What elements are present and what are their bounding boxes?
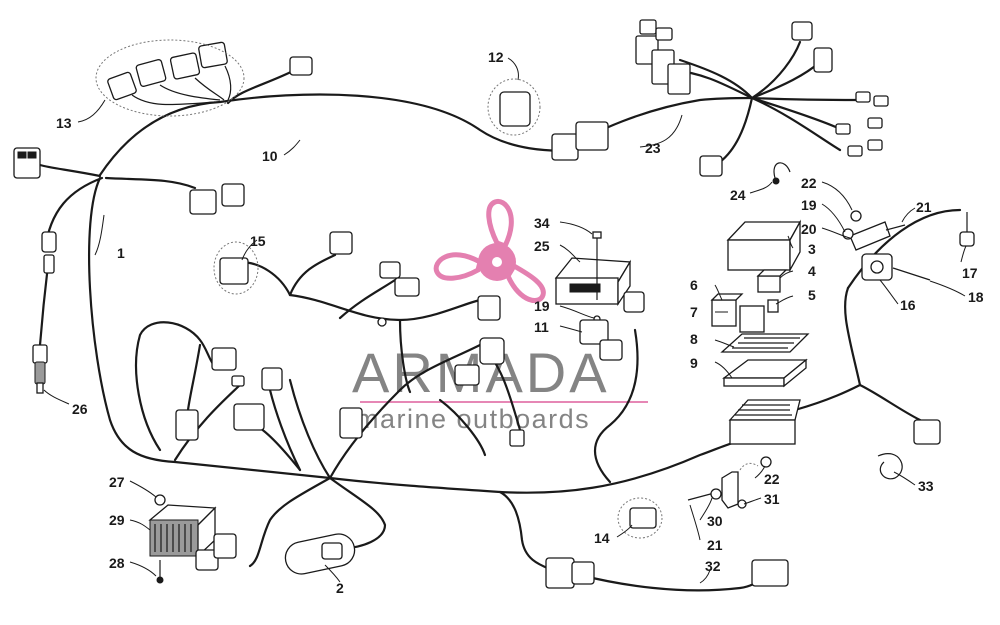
callout-16: 16 bbox=[900, 297, 916, 313]
callout-30: 30 bbox=[707, 513, 723, 529]
detail-link bbox=[739, 462, 759, 471]
nut-22-top bbox=[850, 210, 862, 222]
sensor-lead-26 bbox=[32, 231, 57, 394]
callout-17: 17 bbox=[962, 265, 978, 281]
callout-22-bottom: 22 bbox=[764, 471, 780, 487]
fuse-5 bbox=[767, 299, 779, 313]
connector-11 bbox=[579, 319, 609, 345]
callout-21-top: 21 bbox=[916, 199, 932, 215]
callout-15: 15 bbox=[250, 233, 266, 249]
washer-30 bbox=[710, 488, 722, 500]
callout-12: 12 bbox=[488, 49, 504, 65]
callout-9: 9 bbox=[690, 355, 698, 371]
regulator-29 bbox=[148, 494, 237, 584]
connector-group-13 bbox=[107, 41, 232, 106]
screw-21-top bbox=[885, 224, 906, 231]
callout-labels: 1 13 10 12 23 24 22 19 20 21 3 4 5 6 7 8… bbox=[56, 49, 984, 596]
callout-21-bottom: 21 bbox=[707, 537, 723, 553]
callout-3: 3 bbox=[808, 241, 816, 257]
callout-33: 33 bbox=[918, 478, 934, 494]
callout-26: 26 bbox=[72, 401, 88, 417]
fuse-relay-group bbox=[710, 210, 975, 445]
watermark-logo bbox=[433, 198, 546, 303]
fuse-box-frame-9 bbox=[722, 358, 808, 388]
nut-27 bbox=[154, 494, 166, 506]
fuse-box-cover-3 bbox=[726, 219, 802, 273]
detail-outline-12 bbox=[487, 78, 541, 136]
relay-4 bbox=[756, 269, 788, 293]
callout-8: 8 bbox=[690, 331, 698, 347]
solenoid-16 bbox=[861, 253, 893, 281]
callout-6: 6 bbox=[690, 277, 698, 293]
watermark: ARMADA marine outboards bbox=[352, 198, 648, 434]
callout-5: 5 bbox=[808, 287, 816, 303]
callout-19-mid: 19 bbox=[534, 298, 550, 314]
callout-7: 7 bbox=[690, 304, 698, 320]
detail-outline-13 bbox=[95, 39, 245, 117]
callout-10: 10 bbox=[262, 148, 278, 164]
fuse-panel-8 bbox=[720, 333, 810, 353]
callout-28: 28 bbox=[109, 555, 125, 571]
callout-27: 27 bbox=[109, 474, 125, 490]
callout-25: 25 bbox=[534, 238, 550, 254]
callout-14: 14 bbox=[594, 530, 610, 546]
callout-31: 31 bbox=[764, 491, 780, 507]
clip-24 bbox=[773, 162, 791, 179]
detail-outline-15 bbox=[213, 241, 259, 295]
connector-group-23 bbox=[635, 19, 889, 177]
callout-1: 1 bbox=[117, 245, 125, 261]
mounting-bracket-20 bbox=[849, 221, 891, 251]
callout-18: 18 bbox=[968, 289, 984, 305]
watermark-tagline: marine outboards bbox=[356, 404, 590, 434]
callout-23: 23 bbox=[645, 140, 661, 156]
main-harness bbox=[38, 68, 752, 572]
nut-22-bottom bbox=[760, 456, 772, 468]
control-module-25 bbox=[554, 231, 645, 361]
callout-13: 13 bbox=[56, 115, 72, 131]
callout-4: 4 bbox=[808, 263, 816, 279]
callout-19-top: 19 bbox=[801, 197, 817, 213]
callout-32: 32 bbox=[705, 558, 721, 574]
ring-33 bbox=[877, 453, 903, 480]
callout-2: 2 bbox=[336, 580, 344, 596]
callout-20: 20 bbox=[801, 221, 817, 237]
callout-29: 29 bbox=[109, 512, 125, 528]
connectors bbox=[13, 19, 941, 589]
relay-6-7 bbox=[710, 293, 765, 333]
callout-24: 24 bbox=[730, 187, 746, 203]
fuse-block-base bbox=[728, 399, 801, 445]
leader-lines bbox=[43, 57, 967, 584]
callout-22-top: 22 bbox=[801, 175, 817, 191]
bracket-31-group bbox=[687, 456, 772, 509]
callout-11: 11 bbox=[534, 319, 549, 335]
terminal-17 bbox=[959, 212, 975, 247]
bolt-18 bbox=[892, 267, 931, 281]
callout-34: 34 bbox=[534, 215, 550, 231]
detail-outline-14 bbox=[617, 497, 663, 539]
